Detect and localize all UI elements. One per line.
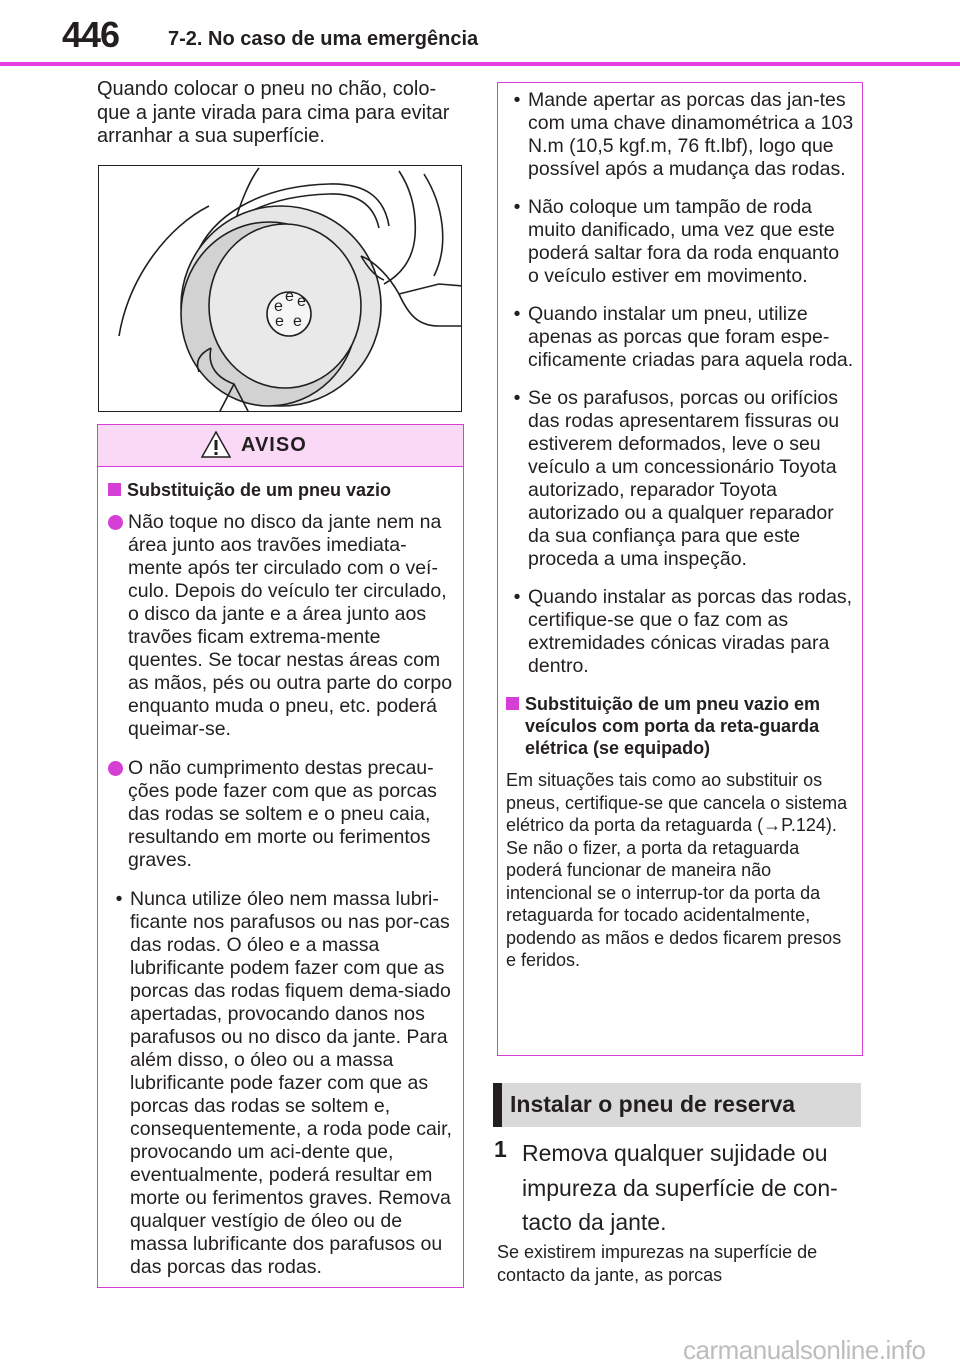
square-bullet-icon xyxy=(108,483,121,496)
intro-text: Quando colocar o pneu no chão, colo-que … xyxy=(97,78,450,147)
list-item-text: Mande apertar as porcas das jan-tes com … xyxy=(528,89,854,180)
section-title: 7-2. No caso de uma emergência xyxy=(168,28,479,50)
square-bullet-icon xyxy=(506,697,519,710)
list-item-text: Não toque no disco da jante nem na área … xyxy=(128,511,453,740)
bullet-icon: • xyxy=(513,586,521,608)
list-item: • Quando instalar um pneu, utilize apena… xyxy=(506,303,854,372)
list-item-text: Nunca utilize óleo nem massa lubri-fican… xyxy=(130,888,452,1278)
list-item: Não toque no disco da jante nem na área … xyxy=(108,511,453,741)
bullet-icon: • xyxy=(513,89,521,111)
bullet-icon: • xyxy=(513,303,521,325)
warning-paragraph: Em situações tais como ao substituir os … xyxy=(506,770,848,970)
page-number: 446 xyxy=(62,14,120,55)
section-heading: Instalar o pneu de reserva xyxy=(493,1083,861,1127)
warning-heading: Substituição de um pneu vazio xyxy=(108,479,453,501)
list-item: • Nunca utilize óleo nem massa lubri-fic… xyxy=(108,888,453,1279)
warning-header: AVISO xyxy=(98,425,463,467)
header-rule xyxy=(0,62,960,66)
svg-text:e: e xyxy=(285,288,294,305)
warning-heading: Substituição de um pneu vazio em veículo… xyxy=(506,693,854,759)
warning-title: AVISO xyxy=(241,434,307,456)
list-item: • Não coloque um tampão de roda muito da… xyxy=(506,196,854,288)
step-item: 1 Remova qualquer sujidade ou impureza d… xyxy=(494,1136,864,1240)
list-item-text: Não coloque um tampão de roda muito dani… xyxy=(528,196,840,287)
list-item-text: O não cumprimento destas precau-ções pod… xyxy=(128,757,437,871)
list-item-text: Se os parafusos, porcas ou orifícios das… xyxy=(528,387,840,570)
warning-heading-text: Substituição de um pneu vazio em veículo… xyxy=(525,694,821,758)
tire-drawing: e e e e e xyxy=(118,167,461,411)
step-note: Se existirem impurezas na superfície de … xyxy=(497,1242,818,1285)
bullet-icon: • xyxy=(513,387,521,409)
svg-text:e: e xyxy=(297,293,306,310)
warning-box: AVISO Substituição de um pneu vazio Não … xyxy=(97,424,464,1288)
section-accent-bar xyxy=(493,1083,502,1127)
list-item-text: Quando instalar as porcas das rodas, cer… xyxy=(528,586,853,677)
svg-text:e: e xyxy=(275,313,284,330)
tire-illustration: e e e e e xyxy=(98,165,462,412)
watermark-logo: carmanualsonline.info xyxy=(683,1335,926,1365)
svg-text:e: e xyxy=(274,298,283,315)
warning-box-continued: • Mande apertar as porcas das jan-tes co… xyxy=(497,82,863,1056)
list-item: • Mande apertar as porcas das jan-tes co… xyxy=(506,89,854,181)
circle-bullet-icon xyxy=(108,761,123,776)
bullet-icon: • xyxy=(115,888,123,910)
warning-body-left: Substituição de um pneu vazio Não toque … xyxy=(98,467,463,1279)
step-number: 1 xyxy=(494,1136,507,1162)
svg-text:e: e xyxy=(293,313,302,330)
step-text: Remova qualquer sujidade ou impureza da … xyxy=(522,1140,838,1235)
list-item-text: Quando instalar um pneu, utilize apenas … xyxy=(528,303,854,371)
warning-heading-text: Substituição de um pneu vazio xyxy=(127,480,392,500)
list-item: • Se os parafusos, porcas ou orifícios d… xyxy=(506,387,854,571)
warning-triangle-icon xyxy=(201,431,231,458)
page-header: 446 7-2. No caso de uma emergência xyxy=(0,0,960,66)
list-item: O não cumprimento destas precau-ções pod… xyxy=(108,757,453,872)
bullet-icon: • xyxy=(513,196,521,218)
intro-block: Quando colocar o pneu no chão, colo-que … xyxy=(97,78,463,149)
list-item: • Quando instalar as porcas das rodas, c… xyxy=(506,586,854,678)
circle-bullet-icon xyxy=(108,515,123,530)
section-heading-text: Instalar o pneu de reserva xyxy=(510,1091,796,1117)
